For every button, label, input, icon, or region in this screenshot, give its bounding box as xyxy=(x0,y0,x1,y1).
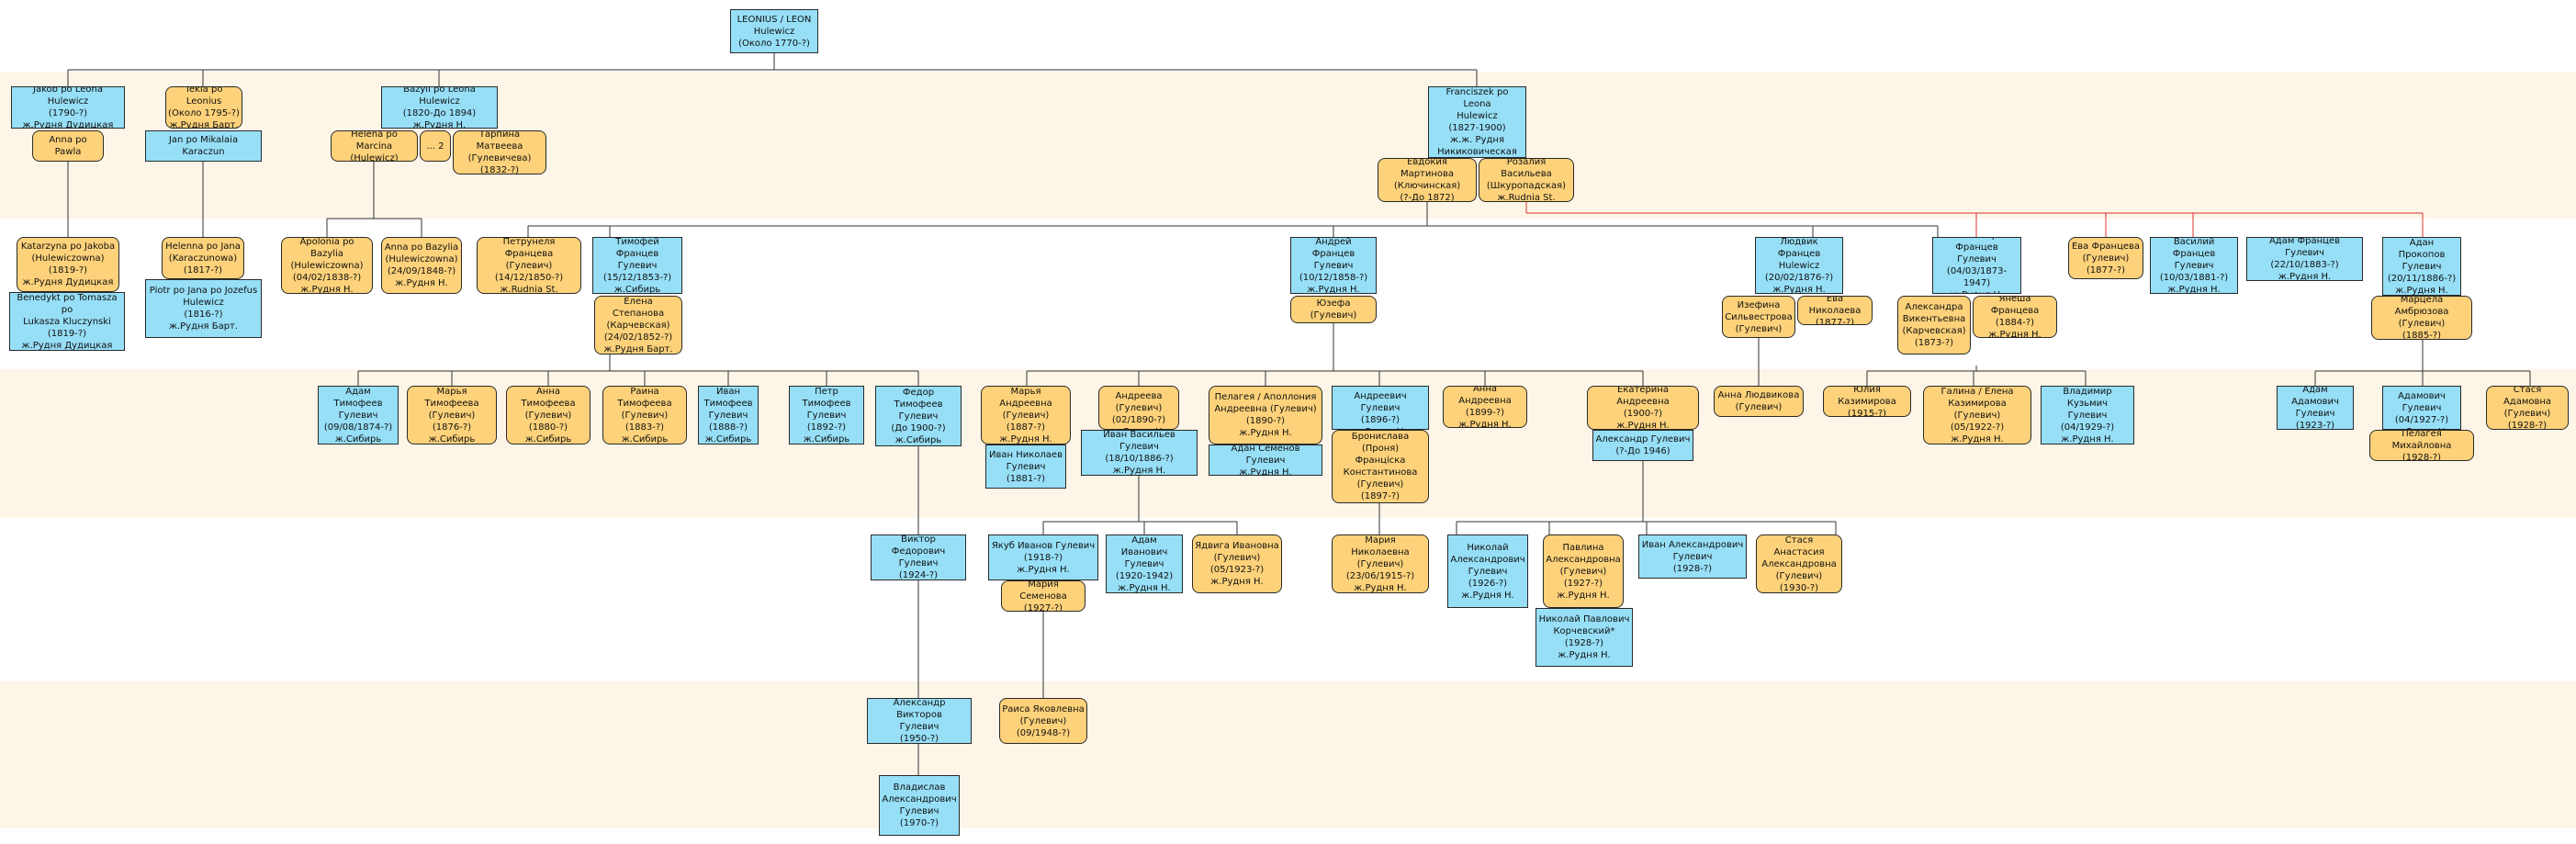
person-yanesha[interactable]: Янеша Францева (1884-?) ж.Рудня Н. xyxy=(1973,296,2057,338)
person-franciszek[interactable]: Franciszek po Leona Hulewicz (1827-1900)… xyxy=(1428,86,1526,158)
person-piotr[interactable]: Piotr po Jana po Jozefus Hulewicz (1816-… xyxy=(145,279,262,338)
person-raisa[interactable]: Раиса Яковлевна (Гулевич) (09/1948-?) xyxy=(999,698,1087,744)
person-elena-st[interactable]: Елена Степанова (Карчевская) (24/02/1852… xyxy=(594,296,682,354)
person-anna-pawla[interactable]: Anna po Pawla xyxy=(32,130,104,162)
person-fedor-tim[interactable]: Федор Тимофеев Гулевич (До 1900-?) ж.Сиб… xyxy=(875,386,962,446)
person-yuzefa[interactable]: Юзефа (Гулевич) xyxy=(1290,296,1377,323)
person-eva-nik[interactable]: Ева Николаева (1877-?) xyxy=(1797,296,1873,325)
person-andrei[interactable]: Андрей Францев Гулевич (10/12/1858-?) ж.… xyxy=(1290,237,1377,294)
person-jakob[interactable]: Jakob po Leona Hulewicz (1790-?) ж.Рудня… xyxy=(11,86,125,129)
person-yadviga[interactable]: Ядвига Ивановна (Гулевич) (05/1923-?) ж.… xyxy=(1192,535,1282,593)
person-kazimir[interactable]: Казимир Францев Гулевич (04/03/1873-1947… xyxy=(1932,237,2021,294)
person-evdokia[interactable]: Евдокия Мартинова (Ключинская) (?-До 187… xyxy=(1378,158,1477,202)
person-marcela[interactable]: Марцела Амбрюзова (Гулевич) (1885-?) xyxy=(2371,296,2472,340)
person-aleksandr-vik[interactable]: Александр Викторов Гулевич (1950-?) xyxy=(867,698,972,744)
person-jan-karaczun[interactable]: Jan po Mikalaia Karaczun xyxy=(145,130,262,162)
person-ivan-ad[interactable]: Иван Адамович Гулевич (04/1927-?) ж.Рудн… xyxy=(2382,386,2461,430)
person-vladimir-kuz[interactable]: Владимир Кузьмич Гулевич (04/1929-?) ж.Р… xyxy=(2041,386,2134,445)
person-yulia-andr[interactable]: Юлия Андреева (Гулевич) (02/1890-?) ж.Ру… xyxy=(1098,386,1179,430)
person-adam-ad[interactable]: Адам Адамович Гулевич (1923-?) xyxy=(2277,386,2354,430)
person-lyudvik[interactable]: Людвик Францев Hulewicz (20/02/1876-?) ж… xyxy=(1755,237,1843,294)
person-eva-fr[interactable]: Ева Францева (Гулевич) (1877-?) xyxy=(2068,237,2143,279)
person-adam-prokop[interactable]: Адан Прокопов Гулевич (20/11/1886-?) ж.Р… xyxy=(2382,237,2461,296)
person-adam-sem[interactable]: Адан Семенов Гулевич ж.Рудня Н. xyxy=(1209,445,1322,476)
person-anna-tim[interactable]: Анна Тимофеева (Гулевич) (1880-?) ж.Сиби… xyxy=(506,386,591,445)
person-dots-2[interactable]: ... 2 xyxy=(420,130,451,162)
person-galina[interactable]: Галина / Елена Казимирова (Гулевич) (05/… xyxy=(1923,386,2031,445)
person-adam-fr[interactable]: Адам Францев Гулевич (22/10/1883-?) ж.Ру… xyxy=(2246,237,2363,281)
person-maria-nik[interactable]: Мария Николаевна (Гулевич) (23/06/1915-?… xyxy=(1332,535,1429,593)
person-petrunela[interactable]: Петрунеля Францева (Гулевич) (14/12/1850… xyxy=(477,237,581,294)
person-raina-tim[interactable]: Раина Тимофеева (Гулевич) (1883-?) ж.Сиб… xyxy=(602,386,687,445)
person-bazyli[interactable]: Bazyli po Leona Hulewicz (1820-До 1894) … xyxy=(381,86,498,129)
person-maria-sem[interactable]: Мария Семенова (1927-?) xyxy=(1001,580,1086,612)
person-yulia-kaz[interactable]: Юлия Казимирова (1915-?) xyxy=(1823,386,1911,417)
person-apolonia[interactable]: Apolonia po Bazylia (Hulewiczowna) (04/0… xyxy=(281,237,373,294)
person-ivan-vas[interactable]: Иван Васильев Гулевич (18/10/1886-?) ж.Р… xyxy=(1081,430,1198,476)
person-anna-lyud[interactable]: Анна Людвикова (Гулевич) xyxy=(1714,386,1804,417)
person-pavlina[interactable]: Павлина Александровна (Гулевич) (1927-?)… xyxy=(1543,535,1624,608)
person-katarzyna[interactable]: Katarzyna po Jakoba (Hulewiczowna) (1819… xyxy=(17,237,119,292)
person-ekaterina[interactable]: Екатерина Андреевна (1900-?) ж.Рудня Н. xyxy=(1587,386,1699,430)
person-aleksandr-g[interactable]: Александр Гулевич (?-До 1946) xyxy=(1592,430,1693,461)
person-timofei[interactable]: Тимофей Францев Гулевич (15/12/1853-?) ж… xyxy=(592,237,682,294)
generation-band-6 xyxy=(0,681,2576,828)
person-tekla[interactable]: Tekla po Leonius (Около 1795-?) ж.Рудня … xyxy=(165,86,242,129)
person-nikolai-pav[interactable]: Николай Павлович Корчевский* (1928-?) ж.… xyxy=(1535,608,1633,667)
person-adam-tim[interactable]: Адам Тимофеев Гулевич (09/08/1874-?) ж.С… xyxy=(318,386,399,445)
person-adam-ivan[interactable]: Адам Иванович Гулевич (1920-1942) ж.Рудн… xyxy=(1106,535,1183,593)
person-pelageya-mih[interactable]: Пелагея Михайловна (1928-?) xyxy=(2369,430,2474,461)
person-leonius[interactable]: LEONIUS / LEON Hulewicz (Около 1770-?) xyxy=(730,9,818,53)
person-ivan-al[interactable]: Иван Александрович Гулевич (1928-?) xyxy=(1638,535,1747,579)
person-tarpina[interactable]: Тарпина Матвеева (Гулевичева) (1832-?) xyxy=(453,130,546,174)
person-viktor[interactable]: Виктор Федорович Гулевич (1924-?) xyxy=(871,535,966,580)
person-nikolai-al[interactable]: Николай Александрович Гулевич (1926-?) ж… xyxy=(1447,535,1528,608)
person-pelageya[interactable]: Пелагея / Аполлония Андреевна (Гулевич) … xyxy=(1209,386,1322,445)
person-izefina[interactable]: Изефина Сильвестрова (Гулевич) xyxy=(1722,296,1795,338)
person-petr-tim[interactable]: Петр Тимофеев Гулевич (1892-?) ж.Сибирь xyxy=(789,386,864,445)
person-benedykt[interactable]: Benedykt po Tomasza po Lukasza Kluczynsk… xyxy=(9,292,125,351)
person-aleksandra-vik[interactable]: Александра Викентьевна (Карчевская) (187… xyxy=(1897,296,1971,354)
person-anna-andr[interactable]: Анна Андреевна (1899-?) ж.Рудня Н. xyxy=(1443,386,1527,428)
person-stasya-an[interactable]: Стася Анастасия Александровна (Гулевич) … xyxy=(1756,535,1842,593)
person-nikolai-andr[interactable]: Николай Андреевич Гулевич (1896-?) ж.Руд… xyxy=(1332,386,1429,430)
person-yakub[interactable]: Якуб Иванов Гулевич (1918-?) ж.Рудня Н. xyxy=(988,535,1098,580)
person-helena-marcina[interactable]: Helena po Marcina (Hulewicz) xyxy=(331,130,418,162)
person-rozalia[interactable]: Розалия Васильева (Шкуропадская) ж.Rudni… xyxy=(1479,158,1574,202)
person-marya-andr[interactable]: Марья Андреевна (Гулевич) (1887-?) ж.Руд… xyxy=(981,386,1071,445)
person-ivan-tim[interactable]: Иван Тимофеев Гулевич (1888-?) ж.Сибирь xyxy=(698,386,759,445)
person-anna-bazylia[interactable]: Anna po Bazylia (Hulewiczowna) (24/09/18… xyxy=(381,237,462,294)
person-vasilii-fr[interactable]: Василий Францев Гулевич (10/03/1881-?) ж… xyxy=(2150,237,2238,294)
person-ivan-nik[interactable]: Иван Николаев Гулевич (1881-?) xyxy=(985,445,1066,489)
person-bronislava[interactable]: Бронислава (Проня) Францiска Константино… xyxy=(1332,430,1429,503)
person-stasya-ad[interactable]: Стася Адамовна (Гулевич) (1928-?) xyxy=(2486,386,2569,430)
person-vladislav[interactable]: Владислав Александрович Гулевич (1970-?) xyxy=(879,775,960,836)
person-helenna-jana[interactable]: Helenna po Jana (Karaczunowa) (1817-?) xyxy=(162,237,244,279)
person-marya-tim[interactable]: Марья Тимофеева (Гулевич) (1876-?) ж.Сиб… xyxy=(407,386,497,445)
